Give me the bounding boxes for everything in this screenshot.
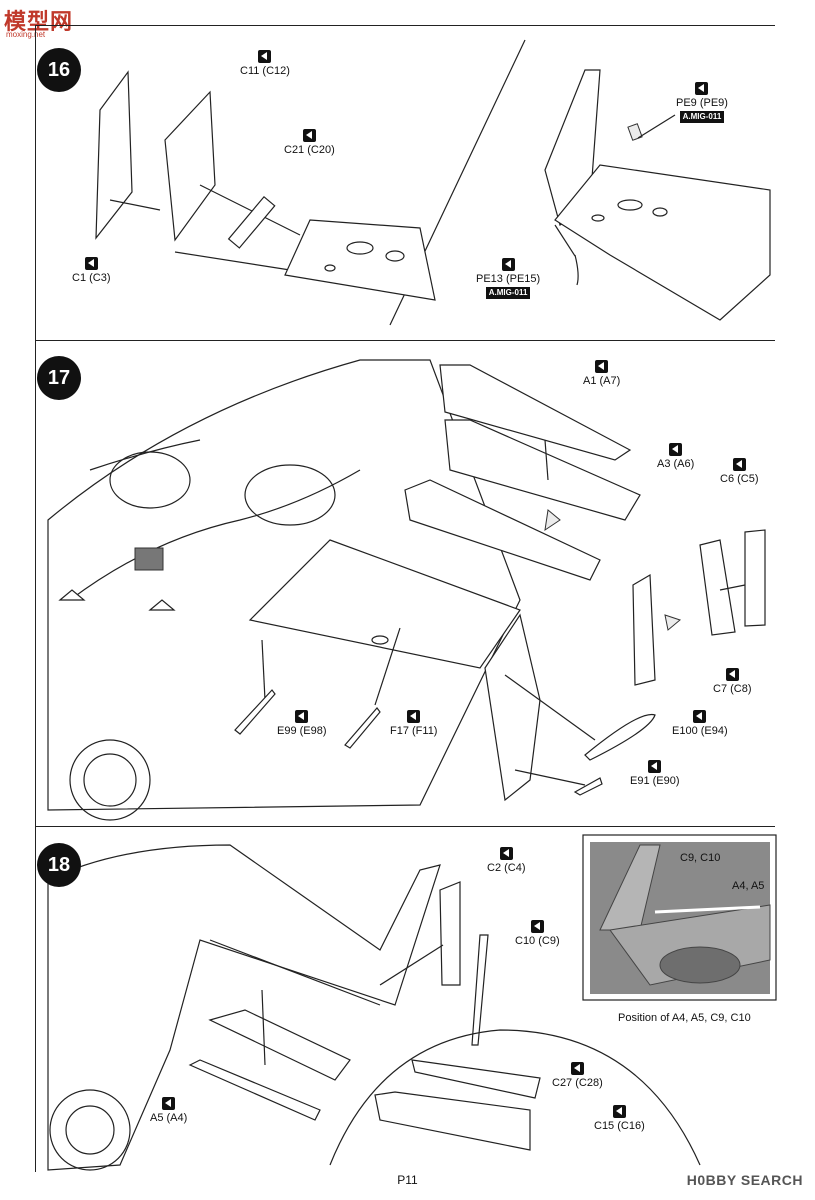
part-arrow-icon: [499, 847, 513, 860]
part-label-pe9: PE9 (PE9) A.MIG-011: [676, 82, 728, 123]
part-arrow-icon: [84, 257, 98, 270]
part-label-e91: E91 (E90): [630, 760, 680, 788]
part-label-e99: E99 (E98): [277, 710, 327, 738]
divider-17-18: [35, 826, 775, 827]
part-label-c6: C6 (C5): [720, 458, 759, 486]
inset-label-a4-a5: A4, A5: [732, 880, 765, 892]
part-label-c11: C11 (C12): [240, 50, 290, 78]
step-17-drawing: [47, 359, 766, 821]
inset-caption: Position of A4, A5, C9, C10: [618, 1012, 751, 1024]
part-arrow-icon: [407, 710, 421, 723]
part-arrow-icon: [570, 1062, 584, 1075]
steps-frame: [35, 25, 776, 1172]
site-logo-subtitle: moxing.net: [6, 30, 46, 39]
part-arrow-icon: [612, 1105, 626, 1118]
part-arrow-icon: [725, 668, 739, 681]
part-label-pe13: PE13 (PE15) A.MIG-011: [476, 258, 540, 299]
part-arrow-icon: [648, 760, 662, 773]
part-label-c1: C1 (C3): [72, 257, 111, 285]
part-arrow-icon: [732, 458, 746, 471]
part-arrow-icon: [595, 360, 609, 373]
part-arrow-icon: [695, 82, 709, 95]
part-label-f17: F17 (F11): [390, 710, 437, 738]
part-arrow-icon: [258, 50, 272, 63]
step-18-drawing: [47, 844, 701, 1171]
inset-label-c9-c10: C9, C10: [680, 852, 721, 864]
mig-tag: A.MIG-011: [679, 111, 725, 123]
part-label-c27: C27 (C28): [552, 1062, 603, 1090]
part-arrow-icon: [162, 1097, 176, 1110]
part-arrow-icon: [669, 443, 683, 456]
part-label-a5: A5 (A4): [150, 1097, 187, 1125]
part-label-c21: C21 (C20): [284, 129, 335, 157]
step-17-badge: 17: [37, 356, 81, 400]
part-arrow-icon: [501, 258, 515, 271]
part-arrow-icon: [295, 710, 309, 723]
part-label-a1: A1 (A7): [583, 360, 620, 388]
part-label-c2: C2 (C4): [487, 847, 526, 875]
site-logo: 模型网: [4, 9, 74, 34]
part-label-c10: C10 (C9): [515, 920, 560, 948]
divider-16-17: [35, 340, 775, 341]
page-number: P11: [397, 1173, 418, 1187]
part-label-c7: C7 (C8): [713, 668, 752, 696]
part-label-e100: E100 (E94): [672, 710, 728, 738]
step-18-badge: 18: [37, 843, 81, 887]
mig-tag: A.MIG-011: [485, 287, 531, 299]
part-label-c15: C15 (C16): [594, 1105, 645, 1133]
step-16-badge: 16: [37, 48, 81, 92]
part-arrow-icon: [693, 710, 707, 723]
step-16-drawing: [95, 39, 771, 326]
hobby-search-watermark: H0BBY SEARCH: [686, 1172, 803, 1188]
frame-top-rule: [35, 25, 775, 26]
part-label-a3: A3 (A6): [657, 443, 694, 471]
part-arrow-icon: [302, 129, 316, 142]
part-arrow-icon: [530, 920, 544, 933]
step-18-inset: [582, 834, 777, 1001]
